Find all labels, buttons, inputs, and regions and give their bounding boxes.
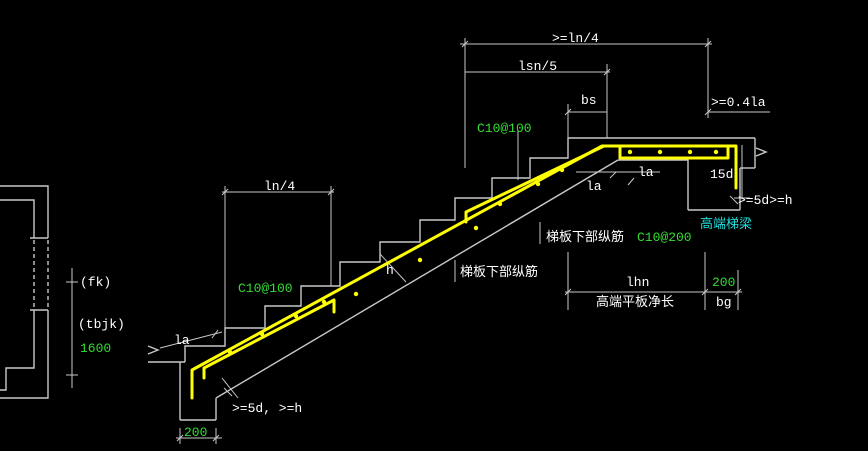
text-labels: >=ln/4 lsn/5 bs >=0.4la C10@100 la la 15… <box>78 31 793 440</box>
label-la-mid-left: la <box>586 179 602 194</box>
label-bottom-bar-spec-prefix: 梯板下部纵筋 <box>546 229 624 245</box>
top-bar-lower <box>202 298 336 380</box>
label-hook-15d: 15d <box>710 167 733 182</box>
label-hook-5d-right: >=5d>=h <box>738 193 793 208</box>
label-anchor-04la: >=0.4la <box>711 95 766 110</box>
label-bottom-bar: 梯板下部纵筋 <box>460 264 538 280</box>
left-wall-section <box>0 185 49 399</box>
label-high-beam: 高端梯梁 <box>700 216 752 232</box>
rebar <box>190 144 738 400</box>
stair-outline <box>147 137 768 421</box>
label-upper-spec: C10@100 <box>477 121 532 136</box>
dimension-lines <box>159 38 770 444</box>
label-dim-200-bottom: 200 <box>184 425 207 440</box>
label-la-low: la <box>174 333 190 348</box>
label-bottom-bar-spec-value: C10@200 <box>637 230 692 245</box>
label-tbjk: (tbjk) <box>78 317 125 332</box>
label-thickness-h: h <box>386 263 394 278</box>
label-lsn5: lsn/5 <box>518 59 557 74</box>
left-vertical-dimension <box>66 268 78 388</box>
label-dim-200-right: 200 <box>712 275 735 290</box>
label-bs: bs <box>581 93 597 108</box>
label-bg: bg <box>716 295 732 310</box>
rebar-distribution-dots <box>227 149 719 355</box>
label-lower-ln4: ln/4 <box>264 179 295 194</box>
label-lower-spec: C10@100 <box>238 281 293 296</box>
label-top-ln4: >=ln/4 <box>552 31 599 46</box>
label-dim-1600: 1600 <box>80 341 111 356</box>
label-la-mid-right: la <box>638 165 654 180</box>
top-bar-upper <box>464 144 730 224</box>
label-platform-net-length: 高端平板净长 <box>596 294 674 310</box>
label-fk: (fk) <box>80 275 111 290</box>
label-lhn: lhn <box>626 275 649 290</box>
label-hook-5d-low: >=5d, >=h <box>232 401 302 416</box>
